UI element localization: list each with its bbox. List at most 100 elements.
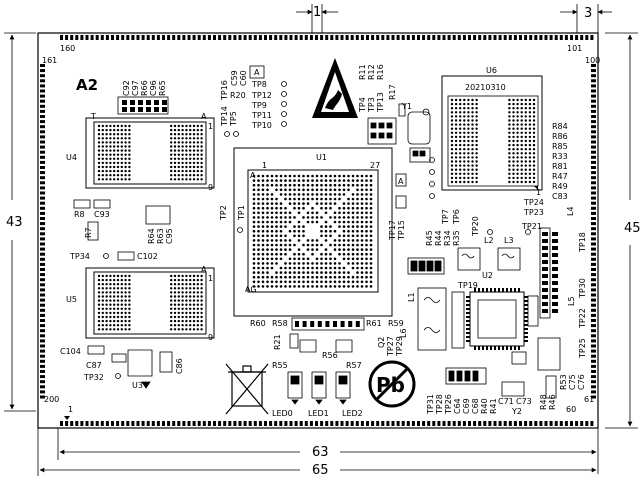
ball <box>524 164 527 167</box>
edge-pad <box>427 421 431 426</box>
ball <box>356 257 359 261</box>
edge-pad <box>355 35 359 40</box>
edge-pad <box>269 421 273 426</box>
edge-pad <box>591 262 596 266</box>
ball <box>297 275 301 279</box>
edge-pad <box>40 395 45 399</box>
ball <box>508 143 511 147</box>
ball <box>192 291 196 294</box>
label-c93: C93 <box>94 210 110 219</box>
qfp-pin <box>466 340 470 342</box>
ball <box>365 197 368 201</box>
ball <box>124 165 127 169</box>
ball <box>360 229 364 233</box>
ball <box>333 188 337 192</box>
ball <box>279 225 283 228</box>
ball <box>524 131 527 134</box>
ball <box>360 239 364 242</box>
label-r44: R44 <box>434 230 443 246</box>
ball <box>459 148 462 151</box>
edge-pad <box>162 421 165 426</box>
ball <box>275 216 278 219</box>
ball <box>532 160 536 163</box>
strip-pad <box>552 232 558 236</box>
ball <box>329 216 332 219</box>
dim-bottom-inner: 63 <box>312 445 329 460</box>
ball <box>467 180 470 184</box>
ball <box>124 149 127 152</box>
ball <box>520 139 523 143</box>
ball <box>293 234 296 238</box>
edge-pad <box>396 35 400 40</box>
edge-pad <box>524 35 528 40</box>
strip-pad <box>542 260 548 264</box>
ball <box>324 220 328 224</box>
ball <box>124 161 127 165</box>
edge-pad <box>126 421 130 426</box>
qfp-pin <box>524 332 528 334</box>
label-r20: R20 <box>230 91 246 100</box>
ball <box>97 328 101 331</box>
ball <box>128 149 131 152</box>
edge-pad <box>478 421 482 426</box>
ball <box>293 271 296 274</box>
ball <box>324 174 328 178</box>
edge-pad <box>40 196 45 200</box>
ball <box>528 139 532 143</box>
qfp-pin <box>482 346 484 350</box>
label-r33: R33 <box>552 152 568 161</box>
edge-pad <box>40 99 45 103</box>
ball <box>315 271 319 274</box>
ball <box>113 319 116 323</box>
ball <box>516 156 519 159</box>
ball <box>173 124 177 128</box>
edge-pad <box>591 273 596 277</box>
ball <box>113 153 116 156</box>
ball <box>173 328 177 331</box>
ball <box>124 315 127 319</box>
label-c75: C75 <box>568 374 577 390</box>
ball <box>459 123 462 126</box>
ball <box>109 165 112 169</box>
ball <box>109 141 112 144</box>
ball <box>360 257 364 261</box>
ball <box>185 291 188 294</box>
edge-pad <box>40 109 45 113</box>
ball <box>365 257 368 261</box>
label-c73: C73 <box>516 397 532 406</box>
ball <box>270 248 274 251</box>
cap-pad <box>146 100 151 105</box>
ball <box>302 280 305 284</box>
ball <box>252 252 256 256</box>
ball <box>463 135 466 139</box>
ball <box>120 169 124 173</box>
edge-pad <box>519 35 522 40</box>
u6-chip <box>441 75 543 191</box>
edge-pad <box>559 421 563 426</box>
ball <box>257 252 260 256</box>
ball <box>101 328 105 331</box>
strip-pad <box>552 309 558 313</box>
ball <box>128 283 131 286</box>
ball <box>200 319 203 323</box>
ball <box>463 143 466 147</box>
ball <box>356 229 359 233</box>
ball <box>173 145 177 148</box>
ball <box>196 315 199 319</box>
edge-pad <box>40 186 45 190</box>
ball <box>347 285 350 288</box>
edge-pad <box>80 421 84 426</box>
ball <box>105 324 108 327</box>
ball <box>185 128 188 132</box>
ball <box>459 135 462 139</box>
qfp-pin <box>514 346 516 350</box>
ball <box>351 225 355 228</box>
ball <box>101 145 105 148</box>
label-r47: R47 <box>552 172 568 181</box>
ball <box>279 275 283 279</box>
ball <box>311 248 314 251</box>
ball <box>475 156 478 159</box>
edge-pad <box>40 135 45 139</box>
edge-pad <box>258 421 262 426</box>
ball <box>516 111 519 114</box>
